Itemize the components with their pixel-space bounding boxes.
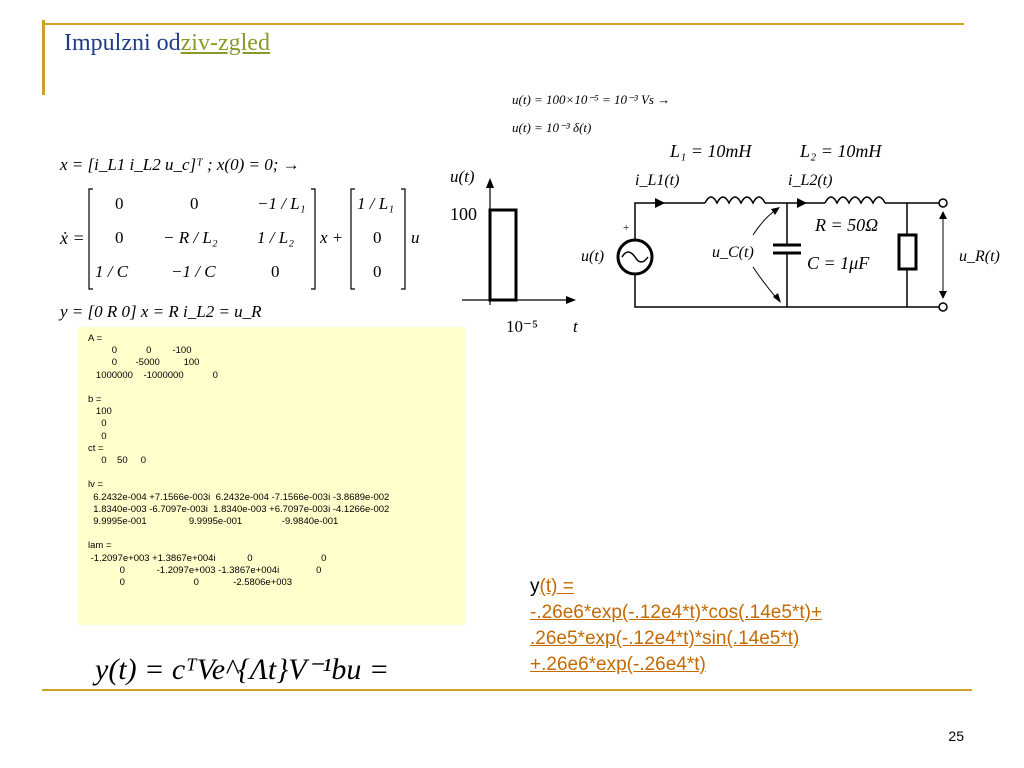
title-frame-vertical xyxy=(42,20,45,95)
output-equation: y = [0 R 0] x = R i_L2 = u_R xyxy=(60,302,262,321)
matrix-a-cell: − R / L₂ xyxy=(163,228,218,247)
state-matrix-equation: 0 0 −1 / L₁ 0 − R / L₂ 1 / L₂ 1 / C −1 /… xyxy=(88,188,420,290)
result-eq[interactable]: (t) = xyxy=(539,576,574,597)
result-expression: y(t) = -.26e6*exp(-.12e4*t)*cos(.14e5*t)… xyxy=(530,574,950,678)
matrix-a-cell: 0 xyxy=(190,194,199,213)
l1-label: L₁ = 10mH xyxy=(669,141,752,161)
source-plus: + xyxy=(623,222,629,234)
matrix-a-cell: 1 / C xyxy=(95,262,129,281)
page-number: 25 xyxy=(948,728,964,744)
pulse-ylabel: u(t) xyxy=(450,167,475,186)
slide-title: Impulzni odziv-zgled xyxy=(64,30,270,57)
pulse-xlabel: t xyxy=(573,317,579,336)
matrix-a-cell: −1 / L₁ xyxy=(257,194,306,213)
pulse-duration: 10⁻⁵ xyxy=(506,317,538,336)
pulse-amplitude: 100 xyxy=(450,204,477,224)
x-times: x + xyxy=(319,228,343,247)
matrix-a-cell: 0 xyxy=(115,228,124,247)
result-line-2[interactable]: -.26e6*exp(-.12e4*t)*cos(.14e5*t)+ xyxy=(530,602,823,623)
vector-b-cell: 0 xyxy=(373,228,382,247)
solution-equation: y(t) = cᵀVe^{Λt}V⁻¹bu = xyxy=(95,653,390,686)
pulse-plot: u(t) 100 10⁻⁵ t xyxy=(450,167,579,336)
matrix-a-cell: 0 xyxy=(271,262,280,281)
rlc-circuit: + L₁ = 10mH L₂ = 10mH i_L1(t) i_L2(t) R … xyxy=(581,141,1000,312)
result-line-3[interactable]: .26e5*exp(-.12e4*t)*sin(.14e5*t) xyxy=(530,628,800,649)
pulse-area-equation: u(t) = 100×10⁻⁵ = 10⁻³ Vs → xyxy=(512,92,671,107)
il1-label: i_L1(t) xyxy=(635,172,679,189)
r-label: R = 50Ω xyxy=(814,215,878,235)
c-label: C = 1μF xyxy=(807,253,870,273)
il2-label: i_L2(t) xyxy=(788,172,832,189)
title-link[interactable]: ziv-zgled xyxy=(180,30,270,56)
result-line-4[interactable]: +.26e6*exp(-.26e4*t) xyxy=(530,654,706,675)
vector-b-cell: 1 / L₁ xyxy=(357,194,394,213)
matlab-output-panel: A = 0 0 -100 0 -5000 100 1000000 -100000… xyxy=(78,327,466,625)
impulse-equation: u(t) = 10⁻³ δ(t) xyxy=(512,120,592,135)
title-plain: Impulzni od xyxy=(64,30,181,56)
state-vector-equation: x = [i_L1 i_L2 u_c]ᵀ ; x(0) = 0; → xyxy=(60,155,300,174)
vector-b-cell: 0 xyxy=(373,262,382,281)
uc-label: u_C(t) xyxy=(712,244,754,261)
ur-label: u_R(t) xyxy=(959,248,1000,265)
l2-label: L₂ = 10mH xyxy=(799,141,882,161)
footer-divider xyxy=(42,689,972,691)
xdot-label: ẋ = xyxy=(60,228,85,248)
u-input: u xyxy=(411,228,420,247)
matrix-a-cell: 0 xyxy=(115,194,124,213)
title-frame-horizontal xyxy=(42,23,964,25)
matrix-a-cell: 1 / L₂ xyxy=(257,228,294,247)
ut-label: u(t) xyxy=(581,248,604,265)
matrix-a-cell: −1 / C xyxy=(171,262,216,281)
result-line-1: y(t) = xyxy=(530,574,950,600)
result-y: y xyxy=(530,576,540,597)
